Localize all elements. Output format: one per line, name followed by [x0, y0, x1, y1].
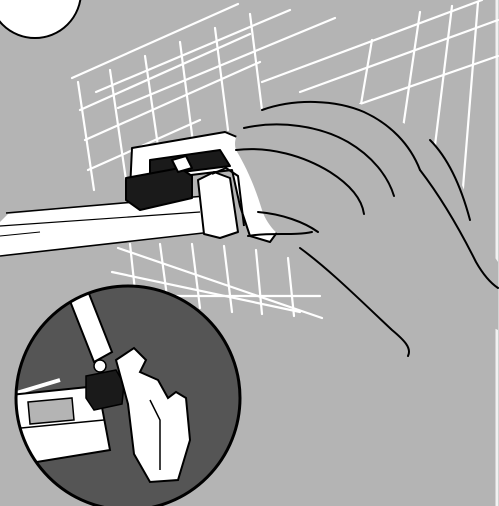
instruction-illustration: [0, 0, 499, 506]
